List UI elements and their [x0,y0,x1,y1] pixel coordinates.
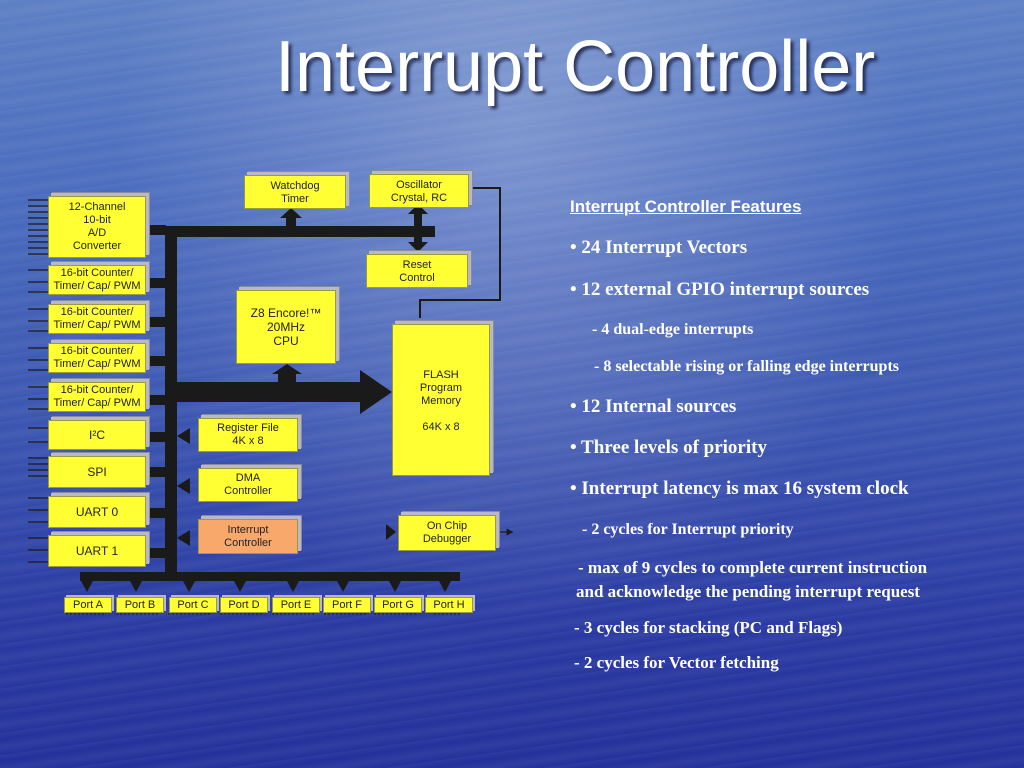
feature-subitem: - max of 9 cycles to complete current in… [578,558,928,577]
port-c: Port C [169,597,217,613]
feature-subitem: - 2 cycles for Vector fetching [574,653,779,672]
port-bus [80,572,460,581]
main-vertical-bus [165,228,177,573]
port-f-label: Port F [332,599,362,611]
port-a: Port A [64,597,112,613]
uart0-label: UART 0 [75,505,119,519]
port-e-label: Port E [280,599,312,611]
watchdog-label: Watchdog Timer [270,180,320,205]
feature-subitem: - 2 cycles for Interrupt priority [582,521,794,538]
port-b-label: Port B [124,599,156,611]
port-g-label: Port G [382,599,414,611]
i2c-block: I²C [48,420,146,450]
uart1-label: UART 1 [75,544,119,558]
register-file-label: Register File 4K x 8 [217,422,279,447]
port-f: Port F [323,597,371,613]
flash-memory-block: FLASH Program Memory 64K x 8 [392,324,490,476]
port-arrows [81,581,451,592]
port-b: Port B [116,597,164,613]
cpu-arrow [272,364,302,382]
osc-flash-line [419,187,501,318]
feature-subitem: and acknowledge the pending interrupt re… [576,582,920,601]
port-d-label: Port D [228,599,260,611]
port-g: Port G [374,597,422,613]
flash-arrow [177,370,392,414]
port-e: Port E [272,597,320,613]
counter-timer-1-block: 16-bit Counter/ Timer/ Cap/ PWM [48,265,146,295]
feature-item: • 12 external GPIO interrupt sources [570,279,870,300]
counter1-label: 16-bit Counter/ Timer/ Cap/ PWM [53,267,141,292]
reset-label: Reset Control [399,259,435,284]
uart1-block: UART 1 [48,535,146,567]
port-d: Port D [220,597,268,613]
counter2-label: 16-bit Counter/ Timer/ Cap/ PWM [53,306,141,331]
adc-block: 12-Channel 10-bit A/D Converter [48,196,146,258]
counter4-label: 16-bit Counter/ Timer/ Cap/ PWM [53,384,141,409]
i2c-label: I²C [89,428,105,442]
feature-item: • Interrupt latency is max 16 system clo… [570,478,909,499]
features-heading: Interrupt Controller Features [570,197,802,216]
debugger-label: On Chip Debugger [422,520,472,545]
peripheral-links [148,225,396,558]
cpu-block: Z8 Encore!™ 20MHz CPU [236,290,336,364]
reset-control-block: Reset Control [366,254,468,288]
oscillator-label: Oscillator Crystal, RC [390,179,448,204]
counter3-label: 16-bit Counter/ Timer/ Cap/ PWM [53,345,141,370]
port-h-label: Port H [433,599,465,611]
watchdog-timer-block: Watchdog Timer [244,175,346,209]
osc-reset-link [414,206,422,246]
flash-label: FLASH Program Memory 64K x 8 [419,369,463,433]
feature-item: • Three levels of priority [570,437,767,458]
cpu-label: Z8 Encore!™ 20MHz CPU [250,306,322,348]
top-horizontal-bus [165,226,435,237]
uart0-block: UART 0 [48,496,146,528]
spi-label: SPI [87,465,107,479]
feature-subitem: - 8 selectable rising or falling edge in… [594,358,899,375]
counter-timer-2-block: 16-bit Counter/ Timer/ Cap/ PWM [48,304,146,334]
dma-controller-block: DMA Controller [198,468,298,502]
feature-item: • 12 Internal sources [570,396,737,417]
feature-item: • 24 Interrupt Vectors [570,237,748,258]
port-h: Port H [425,597,473,613]
counter-timer-4-block: 16-bit Counter/ Timer/ Cap/ PWM [48,382,146,412]
slide-title: Interrupt Controller [275,27,876,107]
counter-timer-3-block: 16-bit Counter/ Timer/ Cap/ PWM [48,343,146,373]
interrupt-controller-block: Interrupt Controller [198,519,298,554]
feature-subitem: - 4 dual-edge interrupts [592,321,754,338]
watchdog-arrow [280,208,302,226]
left-pins [28,199,48,563]
adc-label: 12-Channel 10-bit A/D Converter [68,201,126,252]
register-file-block: Register File 4K x 8 [198,418,298,452]
dma-label: DMA Controller [224,472,272,497]
interrupt-label: Interrupt Controller [224,523,272,549]
spi-block: SPI [48,456,146,488]
oscillator-block: Oscillator Crystal, RC [369,174,469,208]
feature-subitem: - 3 cycles for stacking (PC and Flags) [574,618,843,637]
port-a-label: Port A [73,599,103,611]
on-chip-debugger-block: On Chip Debugger [398,515,496,551]
port-c-label: Port C [177,599,209,611]
